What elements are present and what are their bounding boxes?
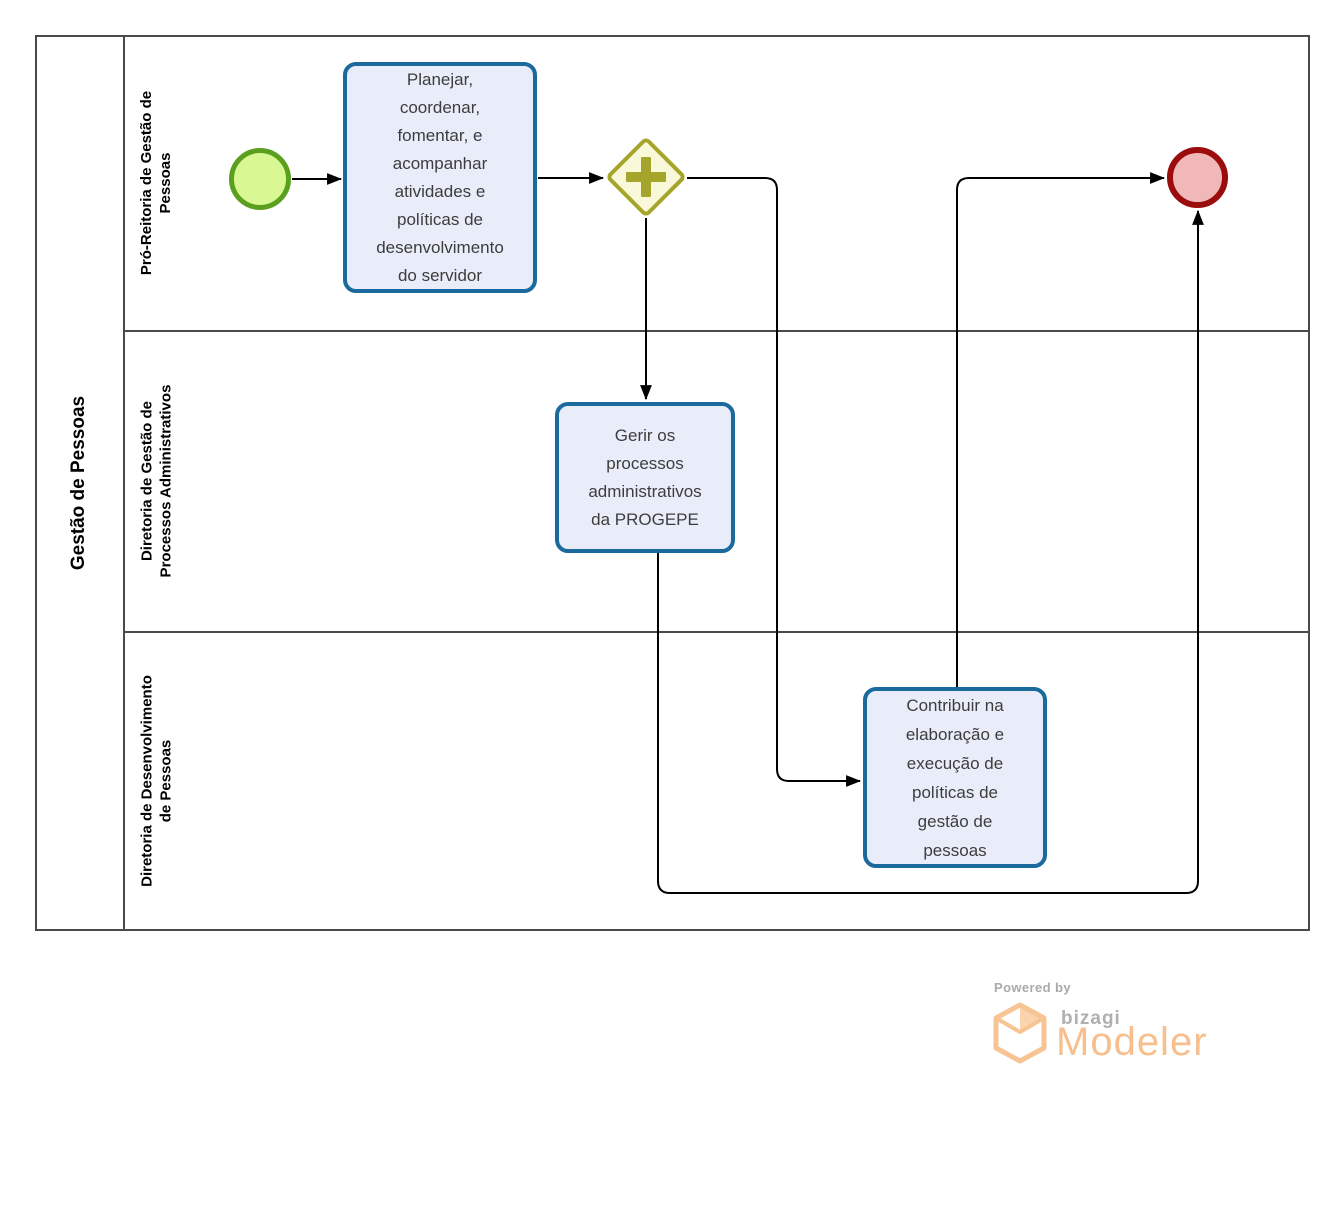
sequence-flow-gateway-to-contribuir <box>687 177 862 787</box>
task-contribuir-label: Contribuir na elaboração e execução de p… <box>905 695 1005 860</box>
pool <box>35 35 1310 931</box>
lane-divider-1 <box>124 330 1310 332</box>
bizagi-logo-icon <box>993 1002 1047 1064</box>
end-event <box>1167 147 1228 208</box>
pool-label-divider <box>123 35 125 931</box>
modeler-wordmark: Modeler <box>1056 1020 1208 1064</box>
lane-divider-2 <box>124 631 1310 633</box>
plus-icon <box>617 148 675 206</box>
start-event <box>229 148 291 210</box>
bizagi-wordmark: bizagi <box>1061 1008 1121 1029</box>
task-contribuir: Contribuir na elaboração e execução de p… <box>863 687 1047 868</box>
task-gerir: Gerir os processos administrativos da PR… <box>555 402 735 553</box>
task-gerir-label: Gerir os processos administrativos da PR… <box>588 425 702 529</box>
sequence-flow-contribuir-to-end <box>956 172 1166 687</box>
sequence-flow-gerir-to-end <box>657 209 1204 894</box>
powered-by-label: Powered by <box>994 980 1071 995</box>
parallel-gateway <box>604 135 688 219</box>
task-planejar: Planejar, coordenar, fomentar, e acompan… <box>343 62 537 293</box>
task-planejar-label: Planejar, coordenar, fomentar, e acompan… <box>376 69 504 285</box>
